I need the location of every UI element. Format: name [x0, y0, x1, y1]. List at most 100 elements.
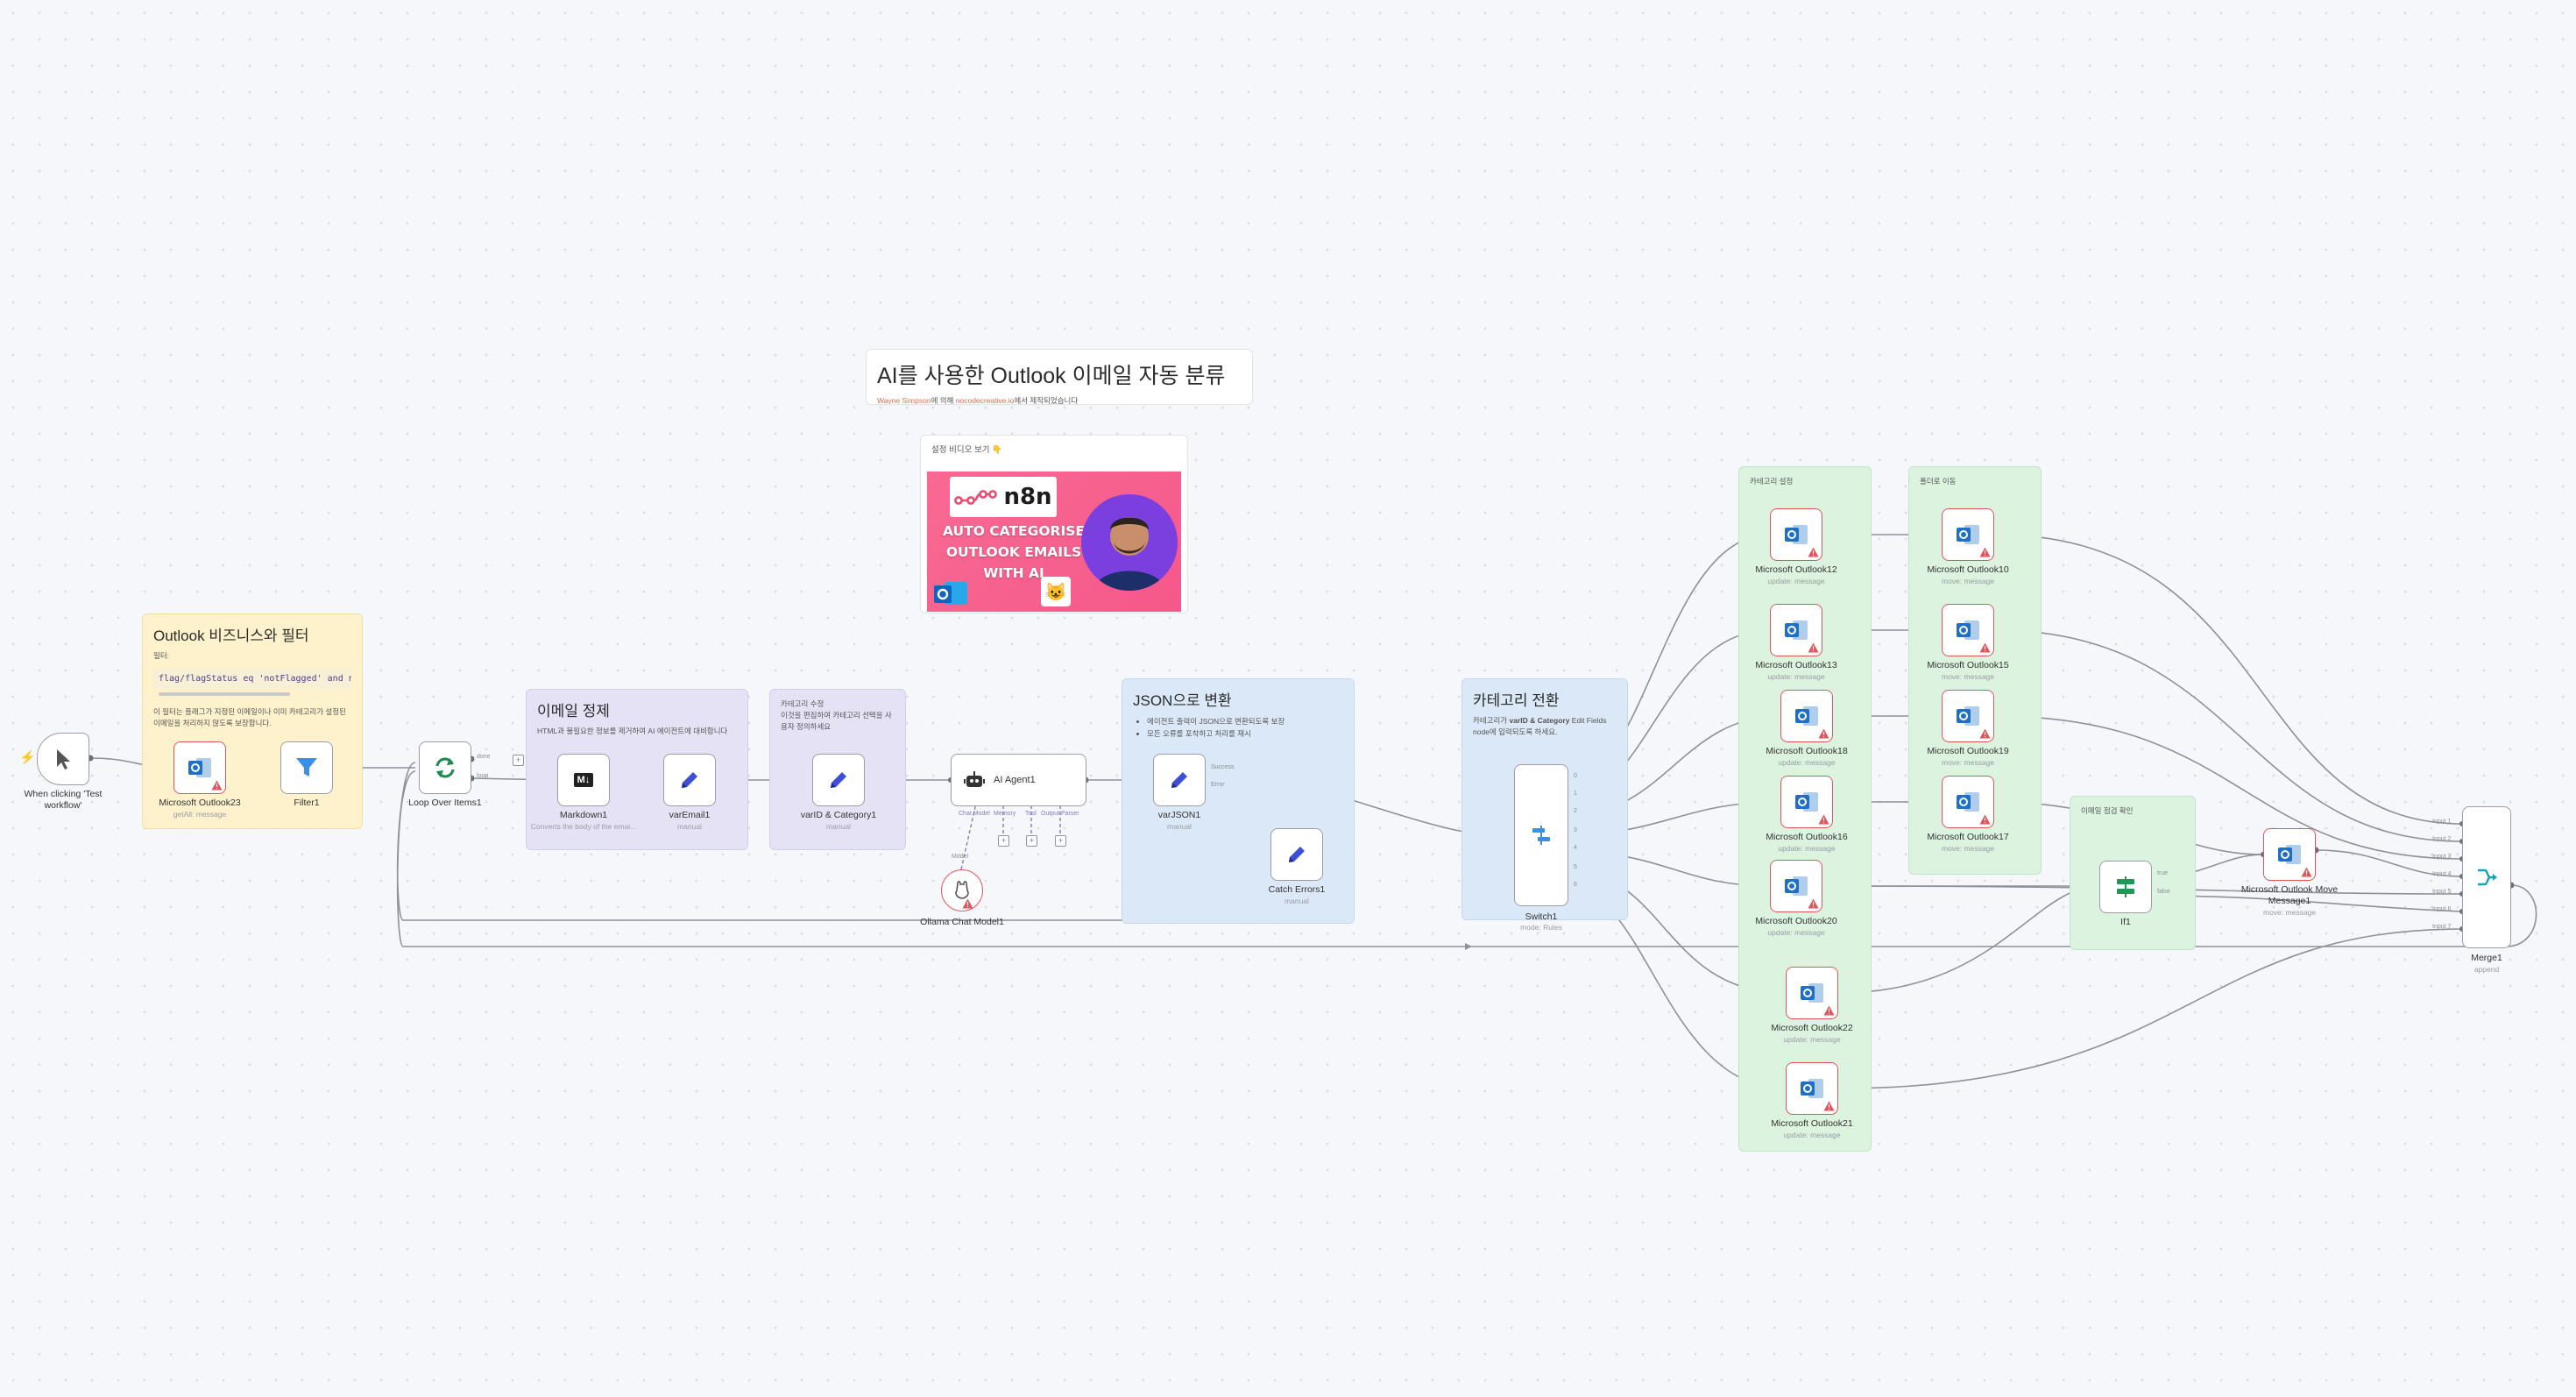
microsoft-outlook16-node[interactable] [1780, 776, 1833, 828]
outlook-icon [1795, 792, 1818, 812]
microsoft-outlook-move-message1-node[interactable] [2263, 828, 2316, 881]
ai-agent1-node[interactable]: AI Agent1 [951, 754, 1086, 806]
pencil-icon [831, 772, 846, 788]
edge-o22-if1 [1837, 885, 2100, 994]
microsoft-outlook21-node[interactable] [1786, 1062, 1838, 1115]
switch-icon [1532, 826, 1550, 845]
outlook-icon [1801, 1079, 1823, 1098]
warning-icon[interactable] [211, 780, 223, 791]
warning-icon[interactable] [1979, 814, 1991, 825]
filter-code: flag/flagStatus eq 'notFlagged' and not [153, 668, 351, 689]
microsoft-outlook18-node[interactable] [1780, 690, 1833, 742]
edge-move-merge [2315, 849, 2463, 877]
outlook-logo-icon [934, 582, 967, 605]
microsoft-outlook20-node[interactable] [1770, 860, 1822, 912]
outlook-icon [1795, 706, 1818, 726]
warning-icon[interactable] [1979, 642, 1991, 653]
filter1-node[interactable] [280, 741, 333, 794]
loop-icon [435, 757, 455, 778]
outlook-icon [2278, 845, 2301, 864]
add-node-plus[interactable]: + [513, 755, 524, 766]
robot-icon [964, 771, 985, 787]
warning-icon[interactable] [962, 898, 973, 909]
if1-node[interactable] [2099, 861, 2152, 913]
author-link[interactable]: Wayne Simpson [877, 396, 931, 405]
email-clean-title: 이메일 정제 [537, 703, 610, 720]
loopback-arrow-icon [1465, 943, 1472, 950]
outlook-filter-title: Outlook 비즈니스와 필터 [153, 628, 309, 644]
warning-icon[interactable] [1979, 728, 1991, 739]
add-memory-plus[interactable]: + [998, 835, 1009, 847]
outlook-icon [1957, 706, 1979, 726]
edge-o15-merge [1993, 629, 2463, 842]
warning-icon[interactable] [1818, 814, 1829, 825]
title-sticky[interactable]: AI를 사용한 Outlook 이메일 자동 분류 Wayne Simpson에… [866, 349, 1253, 405]
filter-icon [296, 758, 317, 777]
ollama-icon [955, 881, 969, 899]
loop-over-items1-node[interactable] [419, 741, 471, 794]
video-thumbnail[interactable]: n8n AUTO CATEGORISE OUTLOOK EMAILS WITH … [927, 472, 1181, 612]
microsoft-outlook10-node[interactable] [1942, 508, 1994, 561]
outlook-icon [1785, 620, 1808, 640]
warning-icon[interactable] [1808, 547, 1819, 557]
microsoft-outlook13-node[interactable] [1770, 604, 1822, 656]
warning-icon[interactable] [1823, 1101, 1835, 1111]
varid-category1-node[interactable] [812, 754, 865, 806]
microsoft-outlook15-node[interactable] [1942, 604, 1994, 656]
outlook-icon [188, 758, 211, 777]
video-thumb-title: AUTO CATEGORISE OUTLOOK EMAILS WITH AI [943, 523, 1085, 581]
video-sticky-title: 설정 비디오 보기 👇 [931, 445, 1002, 455]
outlook-icon [1957, 525, 1979, 544]
switch1-node[interactable] [1514, 764, 1568, 906]
json-convert-title: JSON으로 변환 [1133, 692, 1232, 709]
edge-o19-merge [1993, 715, 2463, 860]
warning-icon[interactable] [2301, 867, 2312, 877]
category-edit-sticky[interactable]: 카테고리 수정 이것을 편집하여 카테고리 선택을 사용자 정의하세요 [769, 689, 906, 850]
pencil-icon [682, 772, 697, 788]
outlook-icon [1957, 792, 1979, 812]
warning-icon[interactable] [1818, 728, 1829, 739]
warning-icon[interactable] [1979, 547, 1991, 557]
microsoft-outlook23-node[interactable] [173, 741, 226, 794]
edge-o21-merge [1837, 928, 2463, 1089]
n8n-logo: n8n [950, 477, 1057, 517]
varemail1-node[interactable] [663, 754, 716, 806]
pencil-icon [1289, 847, 1305, 862]
microsoft-outlook12-node[interactable] [1770, 508, 1822, 561]
ollama-chat-model1-node[interactable] [941, 869, 983, 911]
edge-o20-merge [1822, 885, 2463, 895]
warning-icon[interactable] [1808, 898, 1819, 909]
add-parser-plus[interactable]: + [1055, 835, 1066, 847]
markdown-icon: M↓ [573, 773, 594, 787]
workflow-title: AI를 사용한 Outlook 이메일 자동 분류 [877, 364, 1226, 388]
outlook-icon [1785, 876, 1808, 896]
microsoft-outlook22-node[interactable] [1786, 967, 1838, 1019]
pencil-icon [1171, 772, 1187, 788]
test-workflow-trigger[interactable] [37, 733, 89, 785]
edge-if1-merge [2151, 895, 2463, 912]
edge-merge-loopback [396, 762, 2537, 947]
catch-errors1-node[interactable] [1270, 828, 1323, 881]
code-scrollbar[interactable] [159, 691, 290, 696]
microsoft-outlook17-node[interactable] [1942, 776, 1994, 828]
outlook-icon [1957, 620, 1979, 640]
merge1-node[interactable] [2462, 806, 2511, 948]
json-convert-bullets: 에이전트 출력이 JSON으로 변환되도록 보장 모든 오류를 포착하고 처리를… [1133, 715, 1343, 741]
edge-o10-merge [1993, 534, 2463, 825]
microsoft-outlook19-node[interactable] [1942, 690, 1994, 742]
cursor-icon [57, 749, 70, 769]
merge-icon [2478, 869, 2497, 886]
category-switch-title: 카테고리 전환 [1473, 692, 1560, 709]
presenter-avatar [1081, 494, 1178, 591]
add-tool-plus[interactable]: + [1026, 835, 1037, 847]
varjson1-node[interactable] [1153, 754, 1206, 806]
if-branch-icon [2117, 876, 2134, 897]
warning-icon[interactable] [1823, 1005, 1835, 1016]
markdown1-node[interactable]: M↓ [557, 754, 610, 806]
warning-icon[interactable] [1808, 642, 1819, 653]
copilot-icon: 😺 [1041, 577, 1071, 606]
trigger-bolt-icon: ⚡ [19, 750, 36, 765]
outlook-icon [1801, 983, 1823, 1003]
site-link[interactable]: nocodecreative.io [955, 396, 1015, 405]
outlook-icon [1785, 525, 1808, 544]
